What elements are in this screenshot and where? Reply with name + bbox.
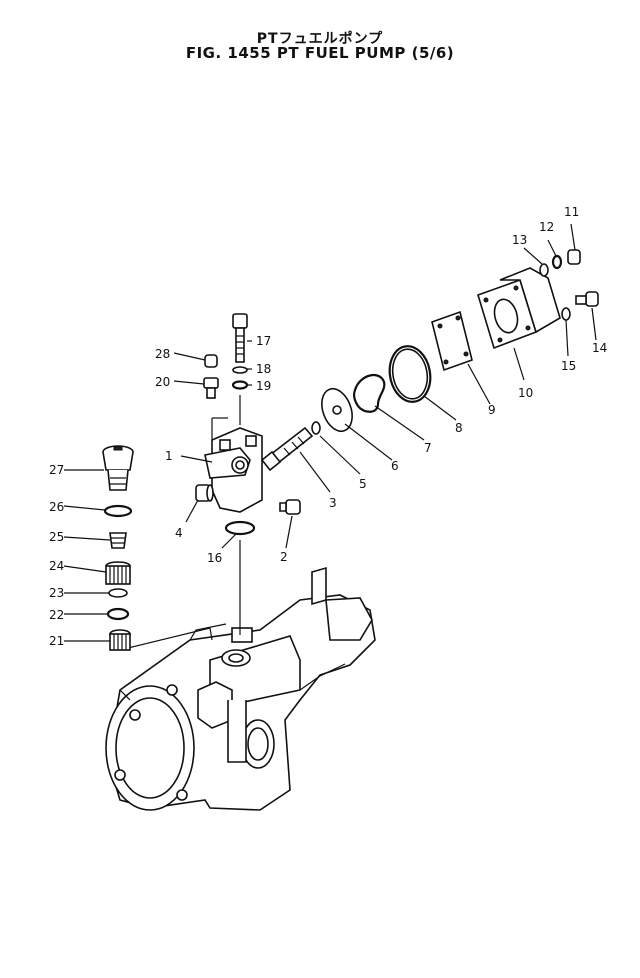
- part-21-screen: [109, 629, 131, 651]
- label-part-27: 27: [49, 463, 64, 477]
- part-10-cover: [477, 267, 561, 350]
- part-16-ring: [224, 520, 256, 536]
- label-part-15: 15: [561, 359, 576, 373]
- part-labels: 1 2 3 4 5 6 7 8 9 10 11 12 13 14 15 16 1…: [49, 205, 607, 648]
- part-13-washer: [539, 263, 549, 277]
- part-19-oring: [231, 380, 249, 390]
- part-1-body-block: [204, 417, 263, 513]
- leader-lines: [63, 223, 597, 642]
- part-6-plate: [321, 387, 353, 433]
- part-2-bolt: [279, 499, 301, 515]
- label-part-12: 12: [539, 220, 554, 234]
- part-25-spring: [109, 532, 127, 549]
- part-11-nut: [567, 249, 581, 265]
- label-part-8: 8: [455, 421, 463, 435]
- title-japanese: PTフュエルポンプ: [256, 31, 384, 47]
- label-part-26: 26: [49, 500, 64, 514]
- label-part-2: 2: [280, 550, 288, 564]
- label-part-6: 6: [391, 459, 399, 473]
- label-part-25: 25: [49, 530, 64, 544]
- part-20-fitting: [203, 377, 219, 399]
- label-part-20: 20: [155, 375, 170, 389]
- label-part-9: 9: [488, 403, 496, 417]
- part-22-washer: [106, 607, 130, 621]
- label-part-19: 19: [256, 379, 271, 393]
- part-7-gasket: [352, 373, 386, 413]
- leader-bracket: [119, 627, 213, 651]
- label-part-14: 14: [592, 341, 607, 355]
- pump-housing: [105, 566, 376, 811]
- part-24-filter: [105, 561, 131, 585]
- part-18-washer: [232, 366, 248, 374]
- label-part-16: 16: [207, 551, 222, 565]
- label-part-1: 1: [165, 449, 173, 463]
- title-english: FIG. 1455 PT FUEL PUMP (5/6): [185, 44, 455, 62]
- label-part-10: 10: [518, 386, 533, 400]
- label-part-18: 18: [256, 362, 271, 376]
- label-part-5: 5: [359, 477, 367, 491]
- part-4-nut: [195, 484, 214, 502]
- label-part-23: 23: [49, 586, 64, 600]
- part-23-ring: [108, 588, 128, 598]
- label-part-3: 3: [329, 496, 337, 510]
- part-27-plug: [102, 445, 134, 491]
- part-17-bolt: [232, 313, 248, 363]
- label-part-7: 7: [424, 441, 432, 455]
- label-part-11: 11: [564, 205, 579, 219]
- part-28-nut: [204, 354, 218, 368]
- part-5-ring: [311, 421, 321, 435]
- part-14-bolt: [575, 291, 599, 307]
- label-part-22: 22: [49, 608, 64, 622]
- label-part-21: 21: [49, 634, 64, 648]
- part-3-shaft: [260, 426, 314, 472]
- part-12-washer: [551, 254, 563, 270]
- label-part-28: 28: [155, 347, 170, 361]
- part-9-gasket: [431, 310, 473, 372]
- label-part-4: 4: [175, 526, 183, 540]
- part-26-washer: [103, 504, 133, 518]
- part-15-washer: [561, 307, 571, 321]
- label-part-13: 13: [512, 233, 527, 247]
- label-part-17: 17: [256, 334, 271, 348]
- label-part-24: 24: [49, 559, 64, 573]
